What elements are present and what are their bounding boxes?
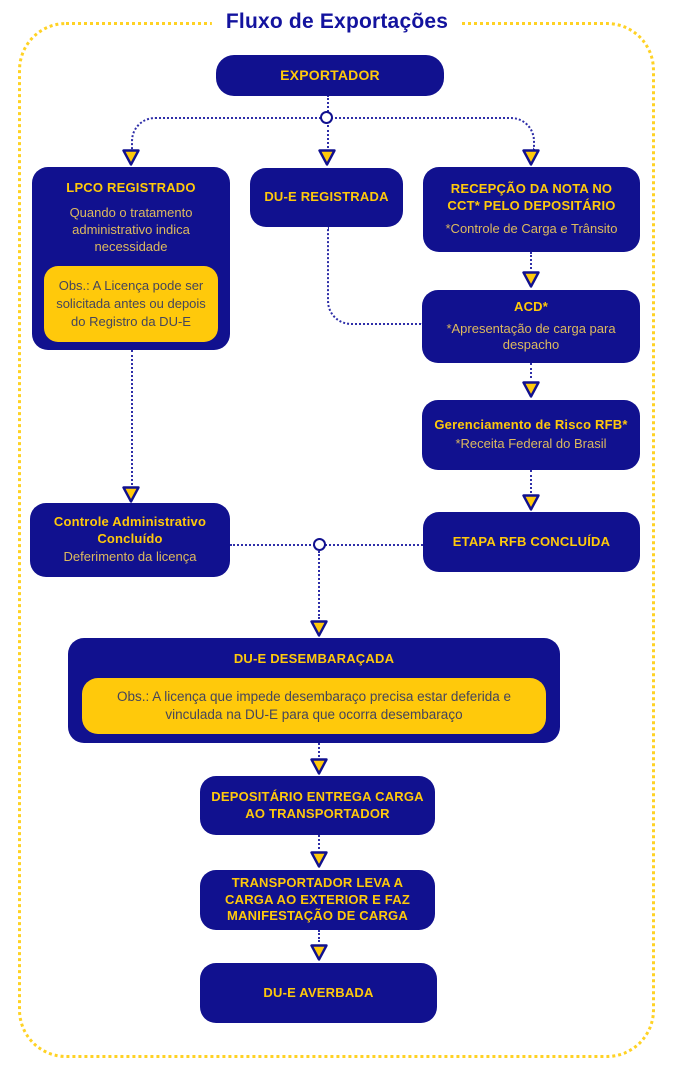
node-recepcao-cct: RECEPÇÃO DA NOTA NO CCT* PELO DEPOSITÁRI… <box>423 167 640 252</box>
node-due-desembaracada: DU-E DESEMBARAÇADA Obs.: A licença que i… <box>68 638 560 743</box>
node-title: LPCO REGISTRADO <box>66 180 196 195</box>
node-title: RECEPÇÃO DA NOTA NO CCT* PELO DEPOSITÁRI… <box>447 181 616 214</box>
connector-controle-etapa <box>230 544 423 546</box>
node-etapa-rfb-concluida: ETAPA RFB CONCLUÍDA <box>423 512 640 572</box>
node-transportador-leva-carga: TRANSPORTADOR LEVA A CARGA AO EXTERIOR E… <box>200 870 435 930</box>
note-box: Obs.: A Licença pode ser solicitada ante… <box>44 265 218 342</box>
arrow-down-icon <box>309 758 329 775</box>
page-title: Fluxo de Exportações <box>211 8 463 36</box>
arrow-down-icon <box>521 381 541 398</box>
arrow-down-icon <box>309 944 329 961</box>
arrow-down-icon <box>521 149 541 166</box>
node-title: DEPOSITÁRIO ENTREGA CARGA AO TRANSPORTAD… <box>211 788 424 821</box>
connector-lpco-controle <box>131 350 133 485</box>
connector-acd-risco <box>530 363 532 378</box>
arrow-down-icon <box>309 620 329 637</box>
connector-junction-due <box>327 125 329 148</box>
node-depositario-entrega-carga: DEPOSITÁRIO ENTREGA CARGA AO TRANSPORTAD… <box>200 776 435 835</box>
node-subtitle: Deferimento da licença <box>63 549 197 565</box>
node-title: Gerenciamento de Risco RFB* <box>434 417 628 433</box>
node-title: EXPORTADOR <box>280 67 380 84</box>
connector-desembaracada-depositario <box>318 743 320 757</box>
arrow-down-icon <box>521 271 541 288</box>
node-due-registrada: DU-E REGISTRADA <box>250 168 403 227</box>
node-acd: ACD* *Apresentação de carga para despach… <box>422 290 640 363</box>
node-title: DU-E AVERBADA <box>263 984 374 1000</box>
node-due-averbada: DU-E AVERBADA <box>200 963 437 1023</box>
node-title: DU-E REGISTRADA <box>264 189 389 205</box>
arrow-down-icon <box>317 149 337 166</box>
node-subtitle: *Controle de Carga e Trânsito <box>445 220 618 236</box>
note-box: Obs.: A licença que impede desembaraço p… <box>82 677 546 734</box>
node-exportador: EXPORTADOR <box>216 55 444 96</box>
arrow-down-icon <box>309 851 329 868</box>
node-title: ETAPA RFB CONCLUÍDA <box>452 533 611 549</box>
node-controle-administrativo-concluido: Controle Administrativo Concluído Deferi… <box>30 503 230 577</box>
connector-risco-etapa <box>530 470 532 493</box>
connector-transportador-averbada <box>318 930 320 942</box>
node-subtitle: *Receita Federal do Brasil <box>455 436 607 451</box>
node-gerenciamento-risco-rfb: Gerenciamento de Risco RFB* *Receita Fed… <box>422 400 640 470</box>
node-title: TRANSPORTADOR LEVA A CARGA AO EXTERIOR E… <box>225 874 410 924</box>
circle-junction-icon <box>320 111 333 124</box>
node-subtitle: *Apresentação de carga para despacho <box>446 320 616 353</box>
connector-depositario-transportador <box>318 835 320 849</box>
node-title: ACD* <box>513 298 549 314</box>
node-title: Controle Administrativo Concluído <box>53 513 207 546</box>
arrow-down-icon <box>521 494 541 511</box>
node-title: DU-E DESEMBARAÇADA <box>233 651 395 666</box>
node-subtitle: Quando o tratamento administrativo indic… <box>69 204 193 254</box>
connector-recepcao-acd <box>530 252 532 269</box>
arrow-down-icon <box>121 149 141 166</box>
arrow-down-icon <box>121 486 141 503</box>
connector-junction-desembaracada <box>318 551 320 619</box>
circle-junction-icon <box>313 538 326 551</box>
node-lpco-registrado: LPCO REGISTRADO Quando o tratamento admi… <box>32 167 230 350</box>
connector-due-acd-elbow <box>327 227 424 325</box>
connector-branch-three-way <box>131 117 535 150</box>
connector-exportador-junction <box>327 95 329 112</box>
